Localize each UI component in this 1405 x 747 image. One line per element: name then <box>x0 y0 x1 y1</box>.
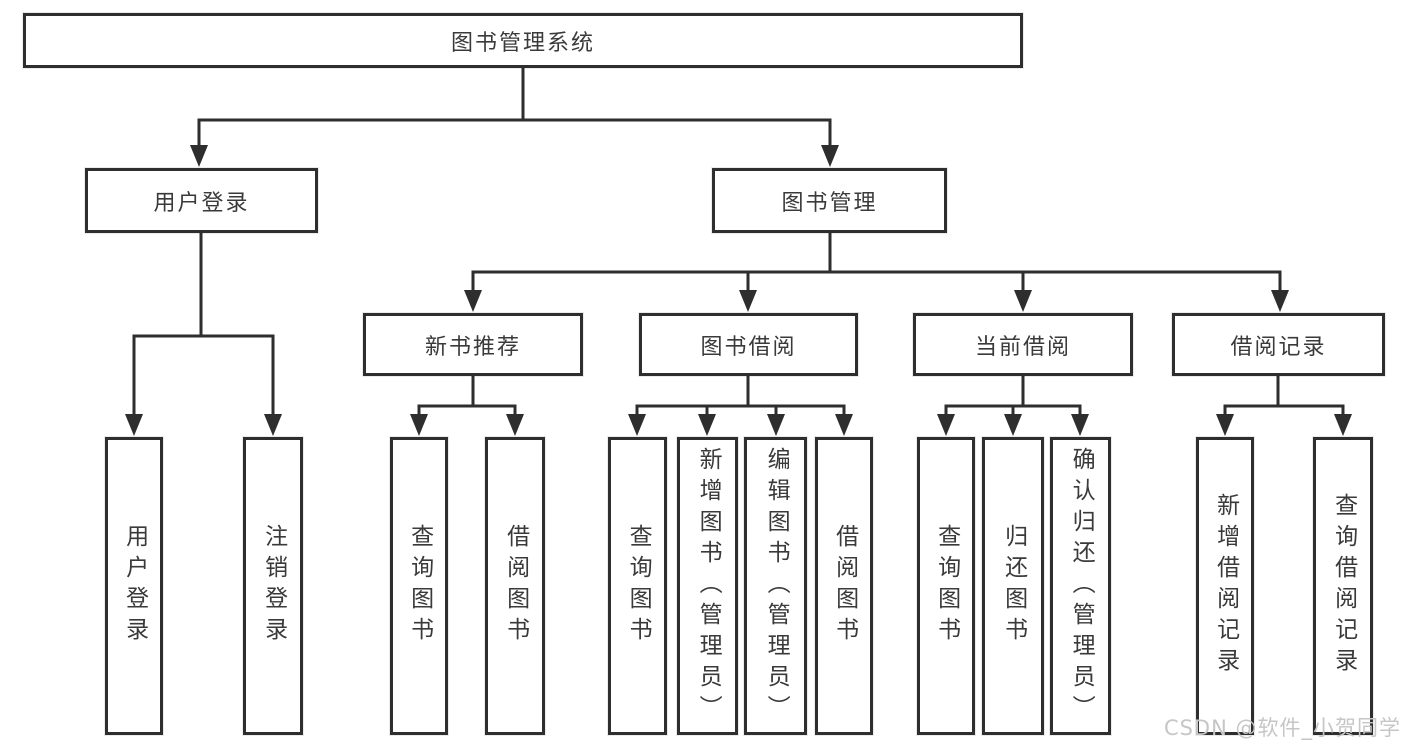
arrowhead <box>1071 414 1089 436</box>
arrowhead <box>937 414 955 436</box>
arrowhead <box>506 414 524 436</box>
leaf-add-borrow-record: 新增借阅记录 <box>1196 437 1254 735</box>
node-user-login: 用户登录 <box>85 168 318 233</box>
node-label: 图书借阅 <box>700 334 797 360</box>
arrowhead <box>767 414 785 436</box>
leaf-user-login: 用户登录 <box>105 437 163 735</box>
node-label: 新增图书（管理员） <box>695 446 722 726</box>
branch-user-login <box>125 231 282 436</box>
node-new-book-recommend: 新书推荐 <box>363 313 583 376</box>
arrowhead <box>1014 290 1032 312</box>
branch-book-borrow <box>628 374 853 436</box>
node-label: 编辑图书（管理员） <box>763 446 790 726</box>
node-label: 查询图书 <box>933 524 960 648</box>
arrowhead <box>1271 290 1289 312</box>
node-label: 新书推荐 <box>424 334 521 360</box>
node-label: 借阅图书 <box>831 524 858 648</box>
node-label: 图书管理系统 <box>450 30 595 56</box>
branch-borrow-records <box>1216 374 1352 436</box>
csdn-watermark: CSDN @软件_小贺同学 <box>1163 716 1401 740</box>
arrowhead <box>1004 414 1022 436</box>
node-label: 用户登录 <box>121 524 148 648</box>
arrowhead <box>821 145 839 167</box>
node-book-borrow: 图书借阅 <box>639 313 858 376</box>
node-label: 确认归还（管理员） <box>1068 446 1095 726</box>
leaf-edit-books-admin: 编辑图书（管理员） <box>744 437 807 735</box>
node-label: 借阅记录 <box>1230 334 1327 360</box>
branch-root <box>190 66 839 167</box>
leaf-query-books-recommend: 查询图书 <box>390 437 448 735</box>
node-book-management: 图书管理 <box>712 168 947 233</box>
node-label: 查询图书 <box>406 524 433 648</box>
leaf-borrow-books-recommend: 借阅图书 <box>485 437 545 735</box>
node-label: 借阅图书 <box>502 524 529 648</box>
arrowhead <box>1334 414 1352 436</box>
node-current-borrow: 当前借阅 <box>913 313 1133 376</box>
arrowhead <box>264 414 282 436</box>
arrowhead <box>464 290 482 312</box>
leaf-confirm-return-admin: 确认归还（管理员） <box>1050 437 1111 735</box>
leaf-logout: 注销登录 <box>243 437 303 735</box>
leaf-return-books: 归还图书 <box>982 437 1044 735</box>
node-borrow-records: 借阅记录 <box>1172 313 1385 376</box>
leaf-query-books-borrow: 查询图书 <box>608 437 667 735</box>
arrowhead <box>698 414 716 436</box>
node-label: 图书管理 <box>781 190 878 216</box>
arrowhead <box>739 290 757 312</box>
arrowhead <box>628 414 646 436</box>
leaf-borrow-books: 借阅图书 <box>815 437 873 735</box>
leaf-query-borrow-record: 查询借阅记录 <box>1313 437 1373 735</box>
node-label: 用户登录 <box>153 190 250 216</box>
node-label: 归还图书 <box>1000 524 1027 648</box>
branch-new-book-recommend <box>410 374 524 436</box>
node-label: 新增借阅记录 <box>1212 493 1239 679</box>
arrowhead <box>410 414 428 436</box>
node-library-system: 图书管理系统 <box>23 13 1023 68</box>
node-label: 查询图书 <box>625 524 652 648</box>
leaf-query-books-current: 查询图书 <box>917 437 975 735</box>
branch-book-management <box>464 231 1289 312</box>
arrowhead <box>190 145 208 167</box>
node-label: 注销登录 <box>260 524 287 648</box>
node-label: 当前借阅 <box>974 334 1071 360</box>
arrowhead <box>1216 414 1234 436</box>
leaf-add-books-admin: 新增图书（管理员） <box>677 437 738 735</box>
node-label: 查询借阅记录 <box>1330 493 1357 679</box>
arrowhead <box>125 414 143 436</box>
arrowhead <box>835 414 853 436</box>
branch-current-borrow <box>937 374 1089 436</box>
